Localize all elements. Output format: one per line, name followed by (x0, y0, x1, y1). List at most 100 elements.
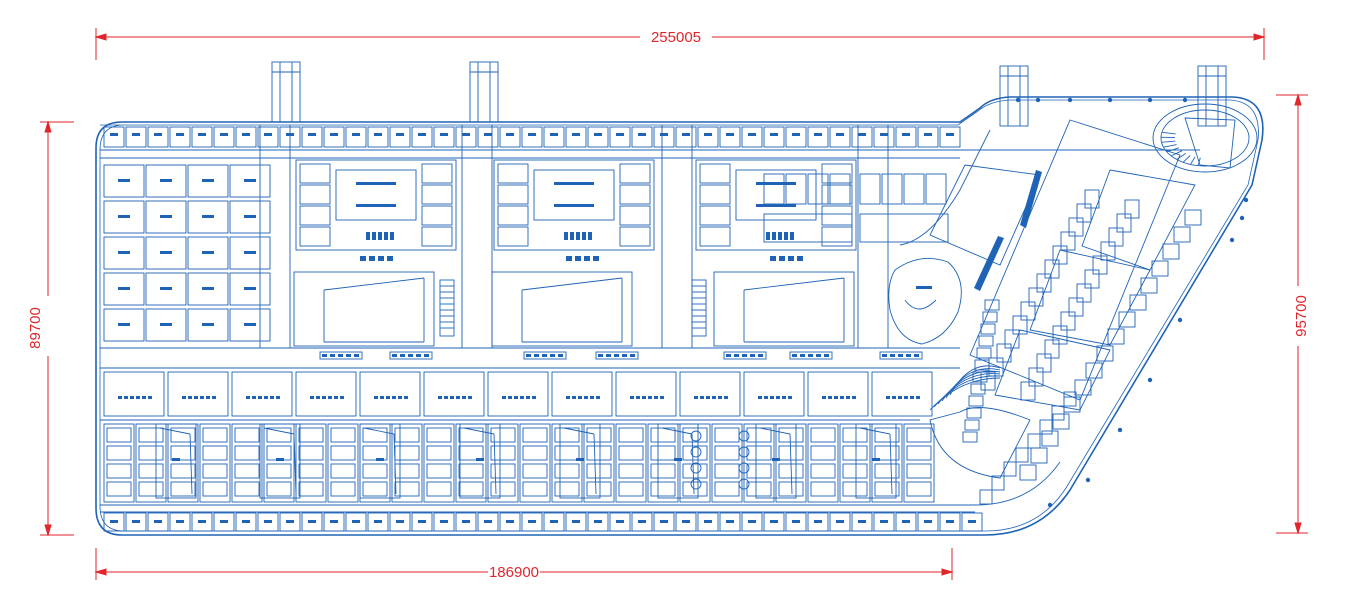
store-void (293, 433, 297, 495)
room-label (286, 520, 294, 523)
room-label (748, 520, 756, 523)
column (1243, 197, 1249, 203)
wing-room (1107, 328, 1125, 345)
wing-room (978, 335, 994, 347)
shop-stall (106, 445, 132, 461)
wing-room (1184, 209, 1202, 226)
bench-mark (614, 354, 619, 357)
room-label (242, 520, 250, 523)
shop-fixture (840, 396, 844, 399)
room-label (770, 133, 778, 136)
shop-stall (330, 481, 356, 497)
room-label (352, 133, 360, 136)
shop-stall (746, 445, 772, 461)
round-atrium (888, 257, 962, 345)
bench-mark (800, 354, 805, 357)
shop (423, 371, 485, 417)
room-cell (499, 512, 521, 532)
store (259, 423, 301, 499)
shop-stall (746, 463, 772, 479)
label-block (584, 256, 590, 261)
room-cell (191, 512, 213, 532)
shop-stall (714, 481, 740, 497)
shop (551, 371, 613, 417)
shop-unit (231, 423, 263, 503)
room-label (946, 133, 954, 136)
room-cell (697, 512, 719, 532)
planter (690, 478, 702, 490)
shop-fixture (468, 396, 472, 399)
room-cell (565, 126, 587, 148)
shop-stall (714, 427, 740, 443)
wing-block (295, 159, 457, 251)
shop-stall (810, 481, 836, 497)
room-cell (697, 126, 719, 148)
room-label (202, 251, 214, 254)
shop-stall (618, 481, 644, 497)
theatre-inner (1160, 109, 1250, 167)
curve-room (1027, 433, 1041, 449)
room-label (756, 204, 796, 207)
shop-stall (266, 445, 292, 461)
room-cell (763, 173, 785, 205)
shop-stall (426, 481, 452, 497)
void-line (323, 277, 425, 291)
shop-stall (170, 427, 196, 443)
amphitheatre-row (933, 375, 1001, 408)
wing-room (1076, 203, 1092, 223)
wing-room (1162, 243, 1180, 260)
void-trapezoid (1029, 249, 1151, 346)
room-cell (895, 512, 917, 532)
wing-room (1076, 283, 1092, 303)
room-cell (229, 164, 271, 198)
shop-stall (426, 463, 452, 479)
store-void (889, 433, 893, 495)
shop-stall (490, 427, 516, 443)
room-cell (741, 512, 763, 532)
shop-fixture (258, 396, 262, 399)
shop-fixture (846, 396, 850, 399)
shop-unit (903, 423, 935, 503)
room-label (858, 133, 866, 136)
shop-stall (394, 445, 420, 461)
escalator (691, 279, 707, 337)
shop-fixture (660, 396, 664, 399)
room-cell (477, 512, 499, 532)
room-label (202, 323, 214, 326)
wing-room (1028, 367, 1044, 387)
room-cell (829, 512, 851, 532)
room-cell (821, 184, 853, 205)
shop-stall (394, 427, 420, 443)
room-cell (187, 308, 229, 342)
wing-room (1100, 241, 1116, 261)
room-label (242, 133, 250, 136)
room-label (176, 520, 184, 523)
shop-stall (202, 445, 228, 461)
shop-fixture (886, 396, 890, 399)
escalator-bar (974, 236, 1004, 291)
room-cell (873, 126, 895, 148)
shop-unit (359, 423, 391, 503)
bench-mark (734, 354, 739, 357)
shop-fixture (828, 396, 832, 399)
room-cell (421, 184, 453, 205)
room-cell (187, 272, 229, 306)
bench (789, 351, 833, 360)
bench-mark (416, 354, 421, 357)
wing-room (1084, 269, 1100, 289)
shop-stall (458, 481, 484, 497)
theatre-seat-row (1170, 150, 1183, 157)
room-label (396, 520, 404, 523)
shop-stall (906, 463, 932, 479)
wing-room (1052, 325, 1068, 345)
bench-mark (882, 354, 887, 357)
wing-room (1118, 311, 1136, 328)
building-outline (95, 96, 1264, 536)
bench-mark (338, 354, 343, 357)
shop (807, 371, 869, 417)
shop-fixture (386, 396, 390, 399)
shop-stall (362, 427, 388, 443)
seat-row (390, 232, 394, 240)
shop-fixture (630, 396, 634, 399)
stair-tower (271, 61, 301, 123)
